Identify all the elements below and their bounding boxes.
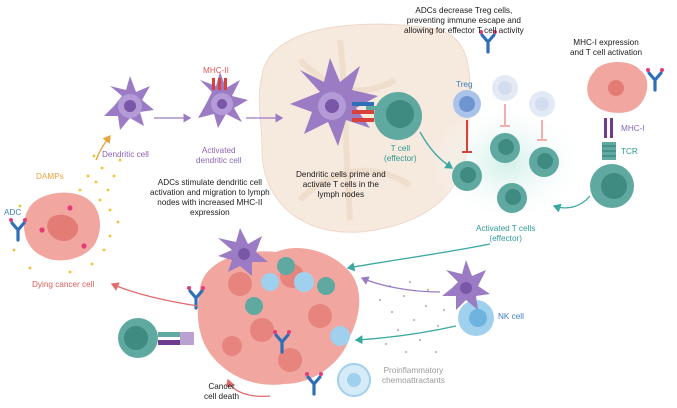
nk-cell-label: NK cell <box>498 312 524 321</box>
mhc-i-tcr-icon <box>602 118 616 160</box>
tumor-dendritic-cell-icon <box>218 228 268 276</box>
proinflammatory-line-1: Proinflammatory <box>383 366 444 375</box>
arrow-right-tcell-to-cluster <box>552 195 591 213</box>
arrow-tumor-to-dying <box>110 282 199 307</box>
activated-t-cells-line-1: Activated T cells <box>476 224 536 233</box>
immune-synapse-icon <box>352 102 376 122</box>
proinflammatory-label: Proinflammatory chemoattractants <box>382 366 445 386</box>
arrow-nk-to-tumor <box>354 325 457 345</box>
inhibition-lines <box>462 104 547 153</box>
t-cell-effector-icon <box>374 92 422 140</box>
lymph-node <box>258 23 471 233</box>
activated-dendritic-cell-line-1: Activated <box>201 146 236 155</box>
dc-prime-line-1: Dendritic cells prime and <box>296 170 386 179</box>
lower-t-cell-icon <box>118 318 194 358</box>
dc-prime-line-2: activate T cells in the <box>302 180 379 189</box>
arrow-tcells-to-tumor <box>346 243 491 272</box>
mhc-ii-label: MHC-II <box>203 66 229 75</box>
treg-decrease-line-1: ADCs decrease Treg cells, <box>415 6 513 15</box>
adcs-stimulate-line-2: activation and migration to lymph <box>150 188 270 197</box>
arrow-dc-migration <box>360 276 441 293</box>
adcs-stimulate-annotation: ADCs stimulate dendritic cell activation… <box>150 178 270 218</box>
treg-decrease-line-3: allowing for effector T cell activity <box>404 26 524 35</box>
cancer-cell-death-label: Cancer cell death <box>204 382 239 402</box>
proinflammatory-line-2: chemoattractants <box>382 376 445 385</box>
damps-label: DAMPs <box>36 172 64 181</box>
dying-cancer-cell-label: Dying cancer cell <box>32 280 95 289</box>
arrow-node-to-activated-tcells <box>419 131 454 169</box>
t-cell-effector-line-1: T cell <box>390 144 411 153</box>
activated-dendritic-cell-line-2: dendritic cell <box>196 156 242 165</box>
dendritic-cell-label: Dendritic cell <box>102 150 149 159</box>
damps-dots <box>12 154 122 274</box>
mhc-i-label: MHC-I <box>621 124 645 133</box>
migrating-dendritic-cell-icon <box>442 260 490 310</box>
dying-cancer-cell-icon <box>24 192 101 261</box>
treg-decrease-line-2: preventing immune escape and <box>406 16 521 25</box>
cancer-cell-death-line-1: Cancer <box>208 382 235 391</box>
activated-dendritic-cell-icon <box>198 72 248 128</box>
activated-dendritic-cell-label: Activated dendritic cell <box>196 146 242 166</box>
tumor-mass-icon <box>197 247 360 385</box>
lower-blue-cell-icon <box>337 363 371 397</box>
mhc-i-adc-icon <box>644 66 666 92</box>
right-t-cell-icon <box>590 164 634 208</box>
treg-decrease-annotation: ADCs decrease Treg cells, preventing imm… <box>404 6 524 36</box>
adcs-stimulate-line-1: ADCs stimulate dendritic cell <box>157 178 262 187</box>
faded-treg-icon <box>492 75 555 117</box>
mhc-i-expression-line-1: MHC-I expression <box>573 38 639 47</box>
treg-cell-icon <box>453 90 481 118</box>
t-cell-effector-label: T cell (effector) <box>384 144 417 164</box>
nk-cell-icon <box>458 300 494 336</box>
chemoattractant-dots <box>378 280 446 354</box>
cancer-cell-mhc-i-icon <box>587 61 648 113</box>
activated-t-cells-label: Activated T cells (effector) <box>476 224 535 244</box>
arrow-cancer-death <box>225 378 271 398</box>
tcr-label: TCR <box>621 147 638 156</box>
activated-t-cells-line-2: (effector) <box>489 234 522 243</box>
dendritic-cell-icon <box>104 76 154 130</box>
treg-label: Treg <box>456 80 473 89</box>
arrow-damps-to-dc <box>95 134 111 161</box>
mhc-i-expression-line-2: and T cell activation <box>570 48 643 57</box>
adcs-stimulate-line-3: nodes with increased MHC-II <box>157 198 263 207</box>
cancer-cell-death-line-2: cell death <box>204 392 240 401</box>
adcs-stimulate-line-4: expression <box>190 208 230 217</box>
adc-label: ADC <box>4 208 22 217</box>
activated-t-cells-icon <box>452 133 559 213</box>
mhc-i-expression-annotation: MHC-I expression and T cell activation <box>570 38 642 58</box>
t-cell-effector-line-2: (effector) <box>384 154 417 163</box>
dc-prime-annotation: Dendritic cells prime and activate T cel… <box>296 170 386 200</box>
dc-prime-line-3: lymph nodes <box>317 190 365 199</box>
lymph-node-dendritic-cell-icon <box>290 58 378 146</box>
